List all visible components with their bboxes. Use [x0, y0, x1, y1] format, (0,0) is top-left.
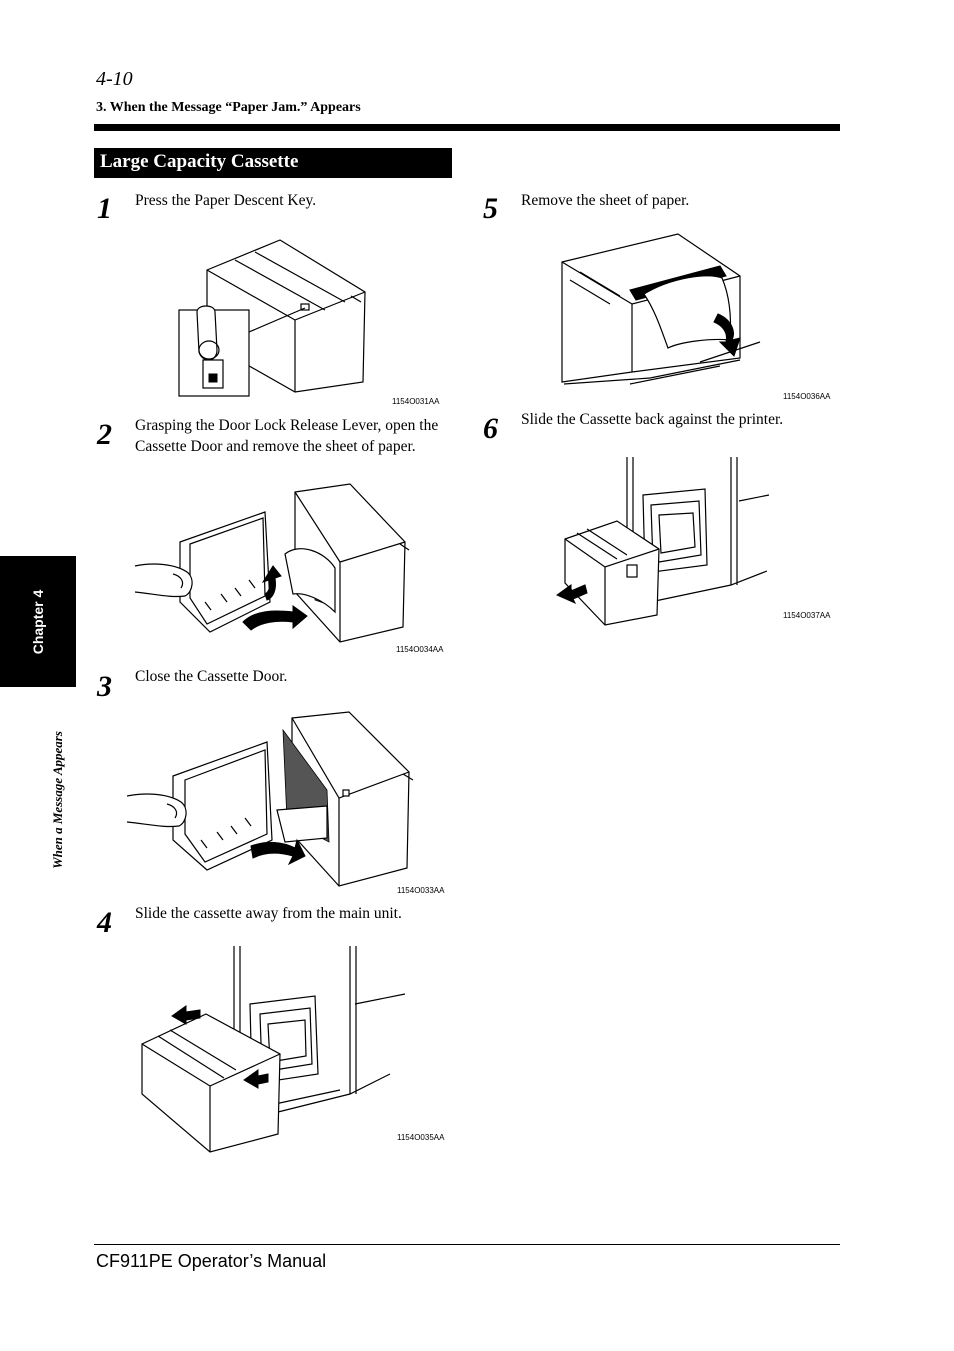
footer-manual-title: CF911PE Operator’s Manual [96, 1251, 327, 1271]
figure-code: 1154O034AA [396, 645, 444, 654]
section-heading-text: Large Capacity Cassette [100, 151, 299, 172]
step-5-illustration [561, 233, 761, 385]
step-text: Slide the Cassette back against the prin… [521, 411, 784, 428]
figure-code: 1154O031AA [392, 397, 440, 406]
step-text: Slide the cassette away from the main un… [135, 905, 402, 922]
step-2-illustration [134, 483, 410, 643]
section-title: 3. When the Message “Paper Jam.” Appears [96, 100, 361, 115]
step-text: Close the Cassette Door. [135, 668, 288, 685]
step-number: 5 [483, 192, 498, 225]
figure-code: 1154O036AA [783, 392, 831, 401]
step-3-illustration [126, 711, 414, 887]
page-number: 4-10 [96, 68, 133, 90]
section-heading: Large Capacity Cassette [94, 148, 452, 178]
step-6-illustration [555, 457, 770, 626]
step-number: 1 [97, 192, 112, 225]
step-number: 4 [97, 906, 112, 939]
step-4-illustration [141, 946, 406, 1153]
step-1-illustration [178, 239, 366, 397]
step-number: 2 [97, 418, 112, 451]
side-section-label: When a Message Appears [50, 731, 65, 869]
chapter-tab-label: Chapter 4 [30, 589, 46, 654]
step-text: Press the Paper Descent Key. [135, 192, 317, 209]
step-text: Grasping the Door Lock Release Lever, op… [135, 417, 439, 455]
chapter-tab: Chapter 4 [0, 556, 76, 687]
footer-rule [94, 1244, 840, 1245]
header-rule [94, 124, 840, 131]
figure-code: 1154O037AA [783, 611, 831, 620]
step-number: 6 [483, 412, 498, 445]
step-number: 3 [97, 670, 112, 703]
figure-code: 1154O033AA [397, 886, 445, 895]
figure-code: 1154O035AA [397, 1133, 445, 1142]
step-text: Remove the sheet of paper. [521, 192, 690, 209]
